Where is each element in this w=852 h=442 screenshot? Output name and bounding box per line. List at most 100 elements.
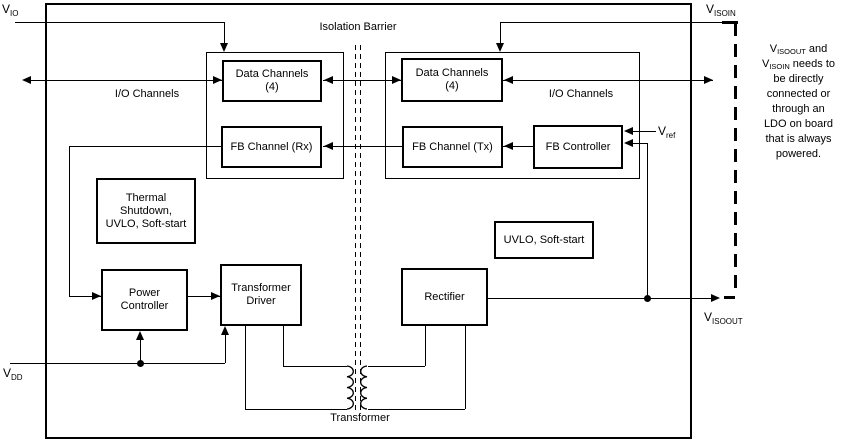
arrowhead-into-driver	[211, 292, 220, 300]
visoin-elbow-segment	[722, 21, 738, 24]
arrowhead-vdd-power	[136, 331, 144, 340]
arrowhead-fb-sense	[624, 139, 633, 147]
block-fb-channel-rx: FB Channel (Rx)	[221, 126, 322, 168]
wire-fb-sense-vertical	[647, 143, 648, 298]
block-data-channels-left: Data Channels (4)	[222, 60, 322, 102]
io-channels-right-label: I/O Channels	[548, 88, 614, 100]
pin-sub: ISOIN	[714, 8, 736, 18]
wire-driver-winding-b-vertical	[283, 326, 284, 366]
block-label: FB Channel (Tx)	[412, 140, 493, 153]
wire-visoin-horizontal	[500, 22, 723, 23]
isolation-barrier-line-right	[360, 45, 361, 412]
wire-io-left	[28, 80, 222, 81]
pin-label-vdd: VDD	[3, 366, 23, 382]
block-label: Data Channels	[235, 68, 309, 80]
arrowhead-data-right	[392, 76, 401, 84]
wire-driver-winding-b-horizontal	[283, 366, 347, 367]
wire-rx-out-bottom	[69, 296, 101, 297]
block-label: UVLO, Soft-start	[503, 233, 585, 246]
pin-base: V	[3, 366, 12, 380]
wire-vdd	[10, 363, 225, 364]
wire-rx-out-vertical	[69, 146, 70, 296]
wire-fb-tx-to-rx	[323, 146, 402, 147]
pin-base: V	[658, 124, 667, 138]
note-line: VISOIN needs to	[761, 58, 836, 71]
block-label: Controller	[120, 300, 169, 312]
isolation-barrier-line-left	[355, 45, 356, 412]
visoout-dash-segment	[724, 296, 735, 299]
pin-sub: IO	[10, 8, 19, 18]
block-fb-channel-tx: FB Channel (Tx)	[402, 126, 503, 168]
pin-label-vio: VIO	[2, 2, 19, 18]
pin-sub: DD	[11, 372, 23, 382]
pin-base: V	[2, 2, 11, 16]
wire-rectifier-winding-a-vertical	[425, 326, 426, 366]
note-line: connected or	[766, 88, 831, 100]
block-data-channels-right: Data Channels (4)	[401, 58, 503, 102]
isolation-barrier-label: Isolation Barrier	[319, 21, 397, 33]
wire-vref	[627, 131, 656, 132]
transformer-coils-icon	[346, 365, 368, 410]
block-label: Power	[128, 287, 161, 299]
arrowhead-io-left-out	[22, 76, 31, 84]
external-connection-dashed-line	[734, 23, 737, 291]
arrowhead-fb-to-rx	[324, 142, 333, 150]
block-label: FB Controller	[545, 140, 611, 153]
note-line: LDO on board	[763, 118, 834, 130]
wire-rx-out-top	[69, 146, 221, 147]
junction-dot-vdd	[137, 360, 144, 367]
wire-fb-sense-horizontal	[627, 143, 647, 144]
note-line: be directly	[773, 73, 824, 85]
arrowhead-io-right-out	[704, 76, 713, 84]
arrowhead-visoout	[711, 294, 720, 302]
arrowhead-visoin-down	[496, 43, 504, 52]
block-label: (4)	[265, 81, 279, 93]
chip-boundary-box	[45, 3, 692, 439]
arrowhead-fb-to-tx	[504, 142, 513, 150]
io-channels-left-label: I/O Channels	[114, 88, 180, 100]
wire-vio-vertical	[224, 22, 225, 44]
note-line: VISOOUT and	[769, 43, 828, 56]
wire-vdd-up-driver	[225, 328, 226, 363]
block-label: Data Channels	[415, 67, 489, 79]
wire-rectifier-winding-a-horizontal	[368, 366, 425, 367]
block-label: Shutdown,	[120, 204, 172, 217]
pin-label-visoout: VISOOUT	[704, 310, 743, 326]
block-label: (4)	[445, 80, 459, 92]
arrowhead-io-right-in	[504, 76, 513, 84]
pin-sub: ISOOUT	[712, 316, 743, 326]
pin-label-vref: Vref	[658, 124, 676, 140]
block-label: Driver	[246, 295, 276, 307]
transformer-label: Transformer	[330, 412, 390, 424]
block-label: Thermal	[125, 191, 167, 204]
block-fb-controller: FB Controller	[533, 125, 623, 169]
block-label: FB Channel (Rx)	[230, 140, 313, 153]
block-thermal-shutdown: Thermal Shutdown, UVLO, Soft-start	[96, 178, 196, 244]
arrowhead-data-left	[324, 76, 333, 84]
wire-rectifier-winding-b-horizontal	[368, 409, 465, 410]
wire-data-across-barrier	[323, 80, 401, 81]
right-side-group-box	[385, 52, 640, 179]
wire-visoout	[488, 298, 711, 299]
wire-driver-winding-a-vertical	[245, 326, 246, 409]
block-transformer-driver: Transformer Driver	[220, 264, 302, 326]
wire-vdd-up-power	[140, 333, 141, 363]
wire-rectifier-winding-b-vertical	[465, 326, 466, 409]
arrowhead-io-left-in	[213, 76, 222, 84]
wire-fb-controller-to-tx	[503, 146, 533, 147]
arrowhead-vio-down	[220, 43, 228, 52]
pin-label-visoin: VISOIN	[706, 2, 736, 18]
arrowhead-into-power-controller	[92, 292, 101, 300]
block-label: UVLO, Soft-start	[105, 217, 187, 230]
block-uvlo-soft-start: UVLO, Soft-start	[494, 221, 594, 259]
note-line: that is always	[765, 133, 832, 145]
wire-driver-winding-a-horizontal	[245, 409, 347, 410]
block-power-controller: Power Controller	[101, 269, 188, 331]
pin-sub: ref	[666, 130, 676, 140]
side-note: VISOOUT and VISOIN needs to be directly …	[745, 42, 852, 162]
block-label: Transformer	[231, 282, 291, 294]
pin-base: V	[704, 310, 713, 324]
wire-visoin-vertical	[500, 22, 501, 44]
arrowhead-vref	[624, 127, 633, 135]
